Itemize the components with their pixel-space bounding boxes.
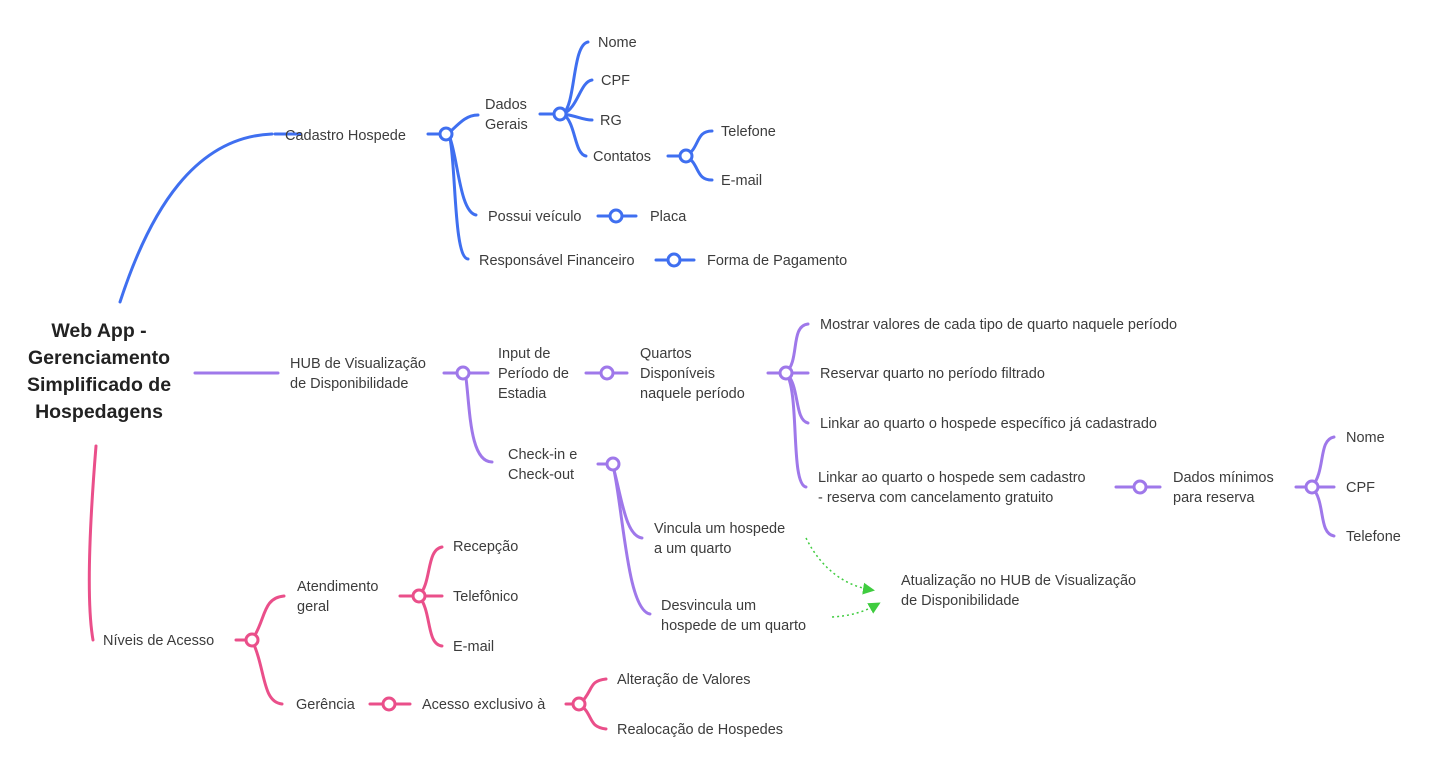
root-topic[interactable]: Web App - Gerenciamento Simplificado de … (26, 320, 172, 423)
node-mostrar-valores[interactable]: Mostrar valores de cada tipo de quarto n… (820, 317, 1178, 333)
node-recepcao[interactable]: Recepção (453, 539, 519, 555)
node-desvincula-line2[interactable]: hospede de um quarto (661, 618, 807, 634)
node-cpf-reserva[interactable]: CPF (1346, 480, 1375, 496)
node-linkar-cadastrado[interactable]: Linkar ao quarto o hospede específico já… (820, 416, 1157, 432)
node-gerencia[interactable]: Gerência (296, 697, 355, 713)
node-placa[interactable]: Placa (650, 209, 687, 225)
node-hub-line2[interactable]: de Disponibilidade (290, 376, 409, 392)
node-realocacao-hospedes[interactable]: Realocação de Hospedes (617, 722, 784, 738)
node-hub-line1[interactable]: HUB de Visualização (290, 356, 426, 372)
node-quartos-line2[interactable]: Disponíveis (640, 366, 715, 382)
node-cpf[interactable]: CPF (601, 73, 630, 89)
node-atendimento-line2[interactable]: geral (297, 599, 330, 615)
node-dados-minimos-line1[interactable]: Dados mínimos (1173, 470, 1274, 486)
node-dados-gerais-line1[interactable]: Dados (485, 97, 527, 113)
node-input-line3[interactable]: Estadia (498, 386, 547, 402)
node-checkin-line1[interactable]: Check-in e (508, 447, 578, 463)
node-input-line2[interactable]: Período de (498, 366, 569, 382)
node-checkin-line2[interactable]: Check-out (508, 467, 575, 483)
node-rg[interactable]: RG (600, 113, 622, 129)
node-nome[interactable]: Nome (598, 35, 637, 51)
node-contatos[interactable]: Contatos (593, 149, 652, 165)
node-telefonico[interactable]: Telefônico (453, 589, 519, 605)
node-nome-reserva[interactable]: Nome (1346, 430, 1385, 446)
node-telefone-reserva[interactable]: Telefone (1346, 529, 1401, 545)
node-reservar-quarto[interactable]: Reservar quarto no período filtrado (820, 366, 1045, 382)
update-arrows (805, 537, 881, 618)
node-forma-pagamento[interactable]: Forma de Pagamento (707, 253, 848, 269)
node-vincula-line2[interactable]: a um quarto (654, 541, 732, 557)
node-desvincula-line1[interactable]: Desvincula um (661, 598, 757, 614)
node-atualizacao-line2[interactable]: de Disponibilidade (901, 593, 1020, 609)
node-niveis-acesso[interactable]: Níveis de Acesso (103, 633, 215, 649)
node-alteracao-valores[interactable]: Alteração de Valores (617, 672, 751, 688)
node-cadastro-hospede[interactable]: Cadastro Hospede (285, 128, 406, 144)
node-atualizacao-line1[interactable]: Atualização no HUB de Visualização (901, 573, 1137, 589)
branch-hub (193, 322, 1336, 616)
node-responsavel-financeiro[interactable]: Responsável Financeiro (479, 253, 635, 269)
node-acesso-exclusivo[interactable]: Acesso exclusivo à (422, 697, 546, 713)
purple-joints (455, 365, 1320, 495)
node-quartos-line1[interactable]: Quartos (640, 346, 692, 362)
pink-joints (244, 588, 587, 712)
node-email[interactable]: E-mail (721, 173, 763, 189)
node-linkar-sem-cadastro-line2[interactable]: - reserva com cancelamento gratuito (818, 490, 1054, 506)
node-email-atendimento[interactable]: E-mail (453, 639, 495, 655)
node-vincula-line1[interactable]: Vincula um hospede (654, 521, 786, 537)
node-atendimento-line1[interactable]: Atendimento (297, 579, 379, 595)
node-possui-veiculo[interactable]: Possui veículo (488, 209, 582, 225)
node-quartos-line3[interactable]: naquele período (640, 386, 745, 402)
blue-joints (438, 106, 694, 268)
node-dados-gerais-line2[interactable]: Gerais (485, 117, 528, 133)
node-linkar-sem-cadastro-line1[interactable]: Linkar ao quarto o hospede sem cadastro (818, 470, 1086, 486)
node-dados-minimos-line2[interactable]: para reserva (1173, 490, 1255, 506)
node-telefone[interactable]: Telefone (721, 124, 776, 140)
node-input-line1[interactable]: Input de (498, 346, 551, 362)
